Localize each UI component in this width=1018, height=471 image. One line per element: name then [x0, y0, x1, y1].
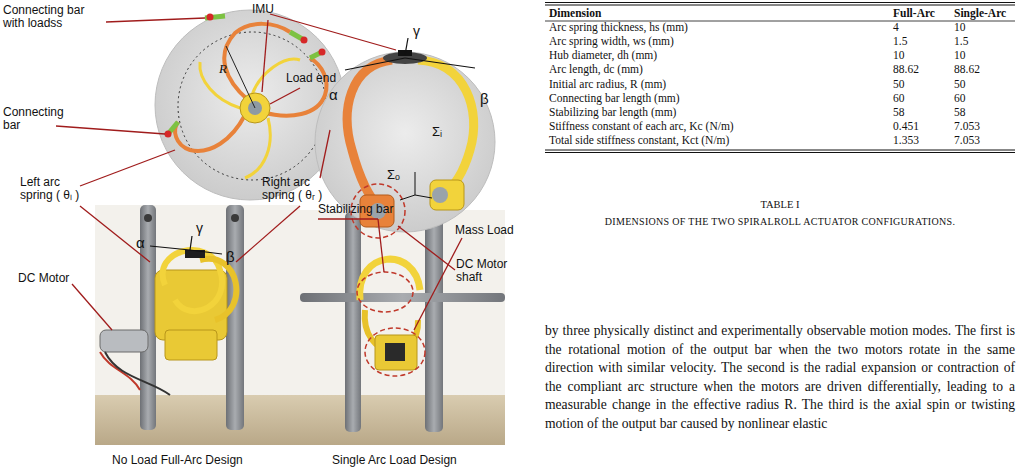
- label: DC Motor: [18, 272, 69, 285]
- axes: [150, 236, 222, 254]
- axis-symbol: β: [480, 92, 489, 105]
- label: Mass Load: [455, 224, 514, 237]
- table-header: Dimension: [549, 7, 601, 20]
- table-cell: 1.5: [954, 35, 968, 48]
- table-cell: Stiffness constant of each arc, Kc (N/m): [549, 120, 734, 133]
- table-cell: 10: [954, 21, 966, 34]
- table-cell: Hub diameter, dh (mm): [549, 49, 657, 62]
- table-cell: 4: [893, 21, 899, 34]
- axis-symbol: γ: [413, 25, 420, 38]
- table-cell: 10: [893, 49, 905, 62]
- table-cell: 7.053: [954, 120, 980, 133]
- table-cell: Arc spring thickness, hs (mm): [549, 21, 688, 34]
- full-arc-top-view: [155, 10, 345, 200]
- table-cell: 58: [954, 106, 966, 119]
- table-cell: 60: [954, 92, 966, 105]
- label: DC Motor shaft: [456, 258, 516, 284]
- table-cell: 0.451: [893, 120, 919, 133]
- photo-single-arc: [300, 210, 505, 445]
- photo-full-arc: [95, 205, 300, 445]
- table-header: Single-Arc: [954, 7, 1006, 20]
- axis-symbol: α: [329, 88, 338, 101]
- table-cell: Stabilizing bar length (mm): [549, 106, 676, 119]
- label: Connecting bar with loadss: [3, 4, 107, 30]
- table-cell: 60: [893, 92, 905, 105]
- table-caption: DIMENSIONS OF THE TWO SPIRALROLL ACTUATO…: [545, 215, 1015, 228]
- axis-symbol: β: [226, 250, 235, 263]
- label: Right arc spring ( θᵣ ): [262, 176, 344, 202]
- table-number: TABLE I: [545, 198, 1015, 211]
- table-cell: Connecting bar length (mm): [549, 92, 680, 105]
- table-cell: 88.62: [954, 63, 980, 76]
- axis-symbol: α: [136, 236, 145, 249]
- table-cell: 10: [954, 49, 966, 62]
- table-header: Full-Arc: [893, 7, 935, 20]
- label: Stabilizing bar: [318, 203, 393, 216]
- label: Left arc spring ( θₗ ): [20, 176, 82, 202]
- table-cell: 58: [893, 106, 905, 119]
- table-cell: 7.053: [954, 134, 980, 147]
- table-cell: Arc length, dc (mm): [549, 63, 643, 76]
- subfigure-caption: No Load Full-Arc Design: [112, 454, 243, 467]
- subfigure-caption: Single Arc Load Design: [332, 454, 457, 467]
- label: Connecting bar: [3, 106, 73, 132]
- table-cell: 1.5: [893, 35, 907, 48]
- label: Load end: [286, 72, 336, 85]
- table-cell: Initial arc radius, R (mm): [549, 78, 666, 91]
- radius-symbol: R: [219, 62, 227, 75]
- table-cell: Arc spring width, ws (mm): [549, 35, 674, 48]
- frame-symbol: Σₒ: [387, 168, 400, 181]
- table-rules: [545, 3, 1015, 153]
- table-cell: 1.353: [893, 134, 919, 147]
- frame-symbol: Σᵢ: [432, 125, 442, 138]
- body-text: by three physically distinct and experim…: [545, 322, 1015, 434]
- table-cell: Total side stiffness constant, Kct (N/m): [549, 134, 729, 147]
- table-cell: 50: [954, 78, 966, 91]
- axis-symbol: γ: [196, 222, 203, 235]
- label: IMU: [252, 3, 274, 16]
- table-cell: 50: [893, 78, 905, 91]
- single-arc-3d-view: [315, 38, 495, 238]
- table-cell: 88.62: [893, 63, 919, 76]
- leader-lines: [56, 14, 462, 330]
